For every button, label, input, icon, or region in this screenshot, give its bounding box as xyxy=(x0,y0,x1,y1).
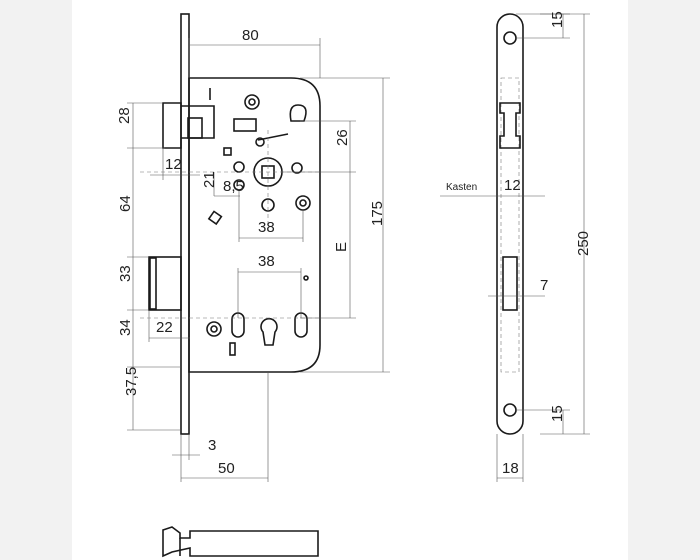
tilted-square xyxy=(207,210,223,226)
label-3: 3 xyxy=(208,437,216,454)
latch-bolt xyxy=(162,102,182,149)
faceplate-side-view xyxy=(440,13,590,482)
bottom-screw-inner xyxy=(210,325,218,333)
top-screw-outer xyxy=(244,94,260,110)
label-175: 175 xyxy=(369,201,386,226)
left-margin-band xyxy=(0,0,72,560)
label-26: 26 xyxy=(334,129,351,146)
label-15-bottom: 15 xyxy=(549,405,566,422)
lever-pin xyxy=(255,137,265,147)
faceplate-outline xyxy=(496,13,524,435)
small-slot xyxy=(229,342,236,356)
lock-body-front-view xyxy=(148,13,321,435)
dead-bolt-edge xyxy=(149,257,157,310)
label-28: 28 xyxy=(116,107,133,124)
right-screw-inner xyxy=(299,199,307,207)
oval-slot-top xyxy=(289,104,307,122)
label-33: 33 xyxy=(117,265,134,282)
latch-profile-view xyxy=(162,526,319,558)
lock-case xyxy=(188,77,321,373)
label-12: 12 xyxy=(165,156,182,173)
right-screw-outer xyxy=(295,195,311,211)
label-22: 22 xyxy=(156,319,173,336)
label-e: E xyxy=(333,242,350,252)
label-34: 34 xyxy=(117,319,134,336)
label-50: 50 xyxy=(218,460,235,477)
latch-opening xyxy=(499,102,521,149)
deadbolt-opening xyxy=(502,256,518,311)
latch-housing xyxy=(181,105,215,139)
label-7: 7 xyxy=(540,277,548,294)
dead-bolt xyxy=(148,256,182,311)
faceplate-top-hole xyxy=(503,31,517,45)
dimension-lines xyxy=(127,38,390,482)
label-38-mid: 38 xyxy=(258,253,275,270)
label-kasten: Kasten xyxy=(446,182,477,193)
faceplate-strip xyxy=(180,13,190,435)
keyhole xyxy=(260,317,278,346)
small-hole-4 xyxy=(291,162,303,174)
latch-spring-block xyxy=(187,117,203,139)
label-250: 250 xyxy=(575,231,592,256)
dimension-labels: 80 28 12 26 21 8,5 38 175 64 E 38 33 22 … xyxy=(116,11,592,477)
latch-profile xyxy=(162,526,319,558)
rect-slot xyxy=(233,118,257,132)
label-37-5: 37,5 xyxy=(123,367,140,396)
small-hole-1 xyxy=(233,161,245,173)
label-80: 80 xyxy=(242,27,259,44)
bottom-screw-outer xyxy=(206,321,222,337)
top-screw-inner xyxy=(248,98,256,106)
small-dot xyxy=(303,275,309,281)
label-15-top: 15 xyxy=(549,11,566,28)
label-38-top: 38 xyxy=(258,219,275,236)
label-21: 21 xyxy=(201,171,218,188)
case-outline-dashed xyxy=(500,77,520,373)
label-8-5: 8,5 xyxy=(223,178,244,195)
small-square xyxy=(223,147,232,156)
label-12-side: 12 xyxy=(504,177,521,194)
right-margin-band xyxy=(628,0,700,560)
label-18: 18 xyxy=(502,460,519,477)
label-64: 64 xyxy=(117,195,134,212)
faceplate-bottom-hole xyxy=(503,403,517,417)
